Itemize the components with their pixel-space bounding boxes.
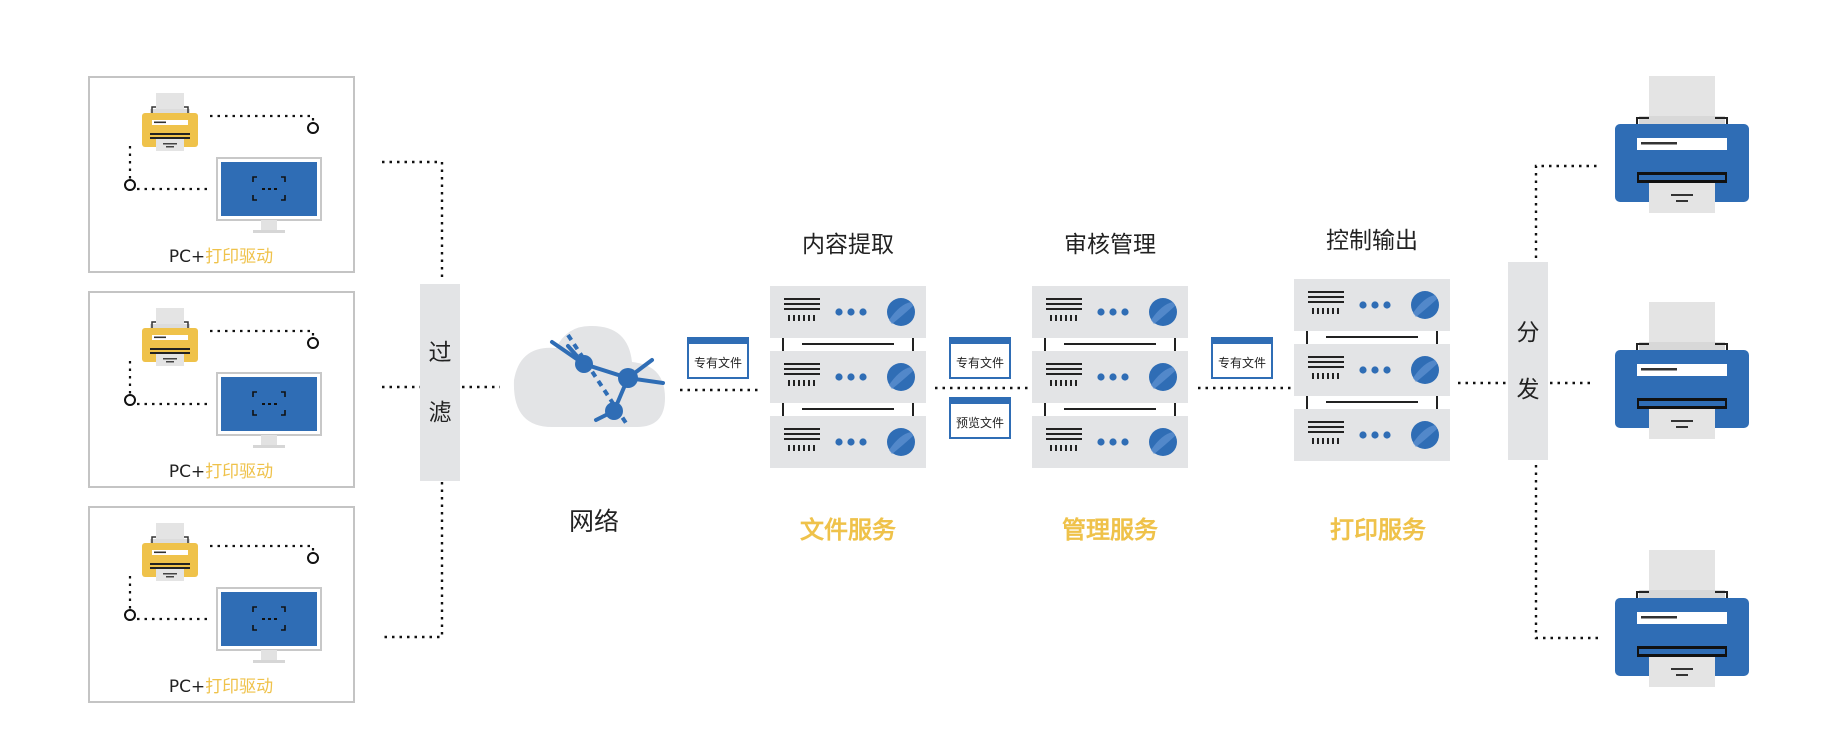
client-box-1: [88, 76, 355, 273]
doc-icon-3: 预览文件: [949, 397, 1011, 439]
doc-icon-4: 专有文件: [1211, 337, 1273, 379]
client-label-1: PC+打印驱动: [169, 247, 273, 267]
filter-char-1: 过: [429, 340, 452, 366]
svg-text:专有文件: 专有文件: [694, 355, 742, 370]
server-bottom-label-1: 文件服务: [800, 516, 897, 544]
distribute-char-2: 发: [1517, 377, 1540, 403]
output-printer-icon-2: [1614, 301, 1750, 440]
server-top-label-1: 内容提取: [802, 232, 894, 258]
svg-text:专有文件: 专有文件: [956, 355, 1004, 370]
server-top-label-3: 控制输出: [1326, 228, 1418, 254]
server-top-label-2: 审核管理: [1064, 232, 1156, 258]
server-management-service: 审核管理 管理服务: [1032, 232, 1188, 544]
distribute-char-1: 分: [1517, 320, 1540, 346]
filter-bar: 过 滤: [420, 284, 460, 481]
client-label-2: PC+打印驱动: [169, 462, 273, 482]
server-stack-icon: [1294, 279, 1450, 461]
server-print-service: 控制输出 打印服务: [1294, 228, 1450, 544]
network-cloud-icon: [513, 325, 665, 427]
server-bottom-label-3: 打印服务: [1330, 516, 1427, 544]
distribute-connectors: [1534, 164, 1600, 640]
client-group: PC+打印驱动 PC+打印驱动 PC+打印驱动: [88, 76, 355, 703]
svg-text:预览文件: 预览文件: [956, 415, 1004, 430]
output-printer-icon-1: [1614, 75, 1750, 214]
distribute-bar: 分 发: [1508, 262, 1548, 460]
output-printer-icon-3: [1614, 549, 1750, 688]
doc-icon-2: 专有文件: [949, 337, 1011, 379]
server-file-service: 内容提取 文件服务: [770, 232, 926, 544]
network-label: 网络: [569, 507, 619, 536]
client-box-3: [88, 506, 355, 703]
server-bottom-label-2: 管理服务: [1062, 516, 1159, 544]
client-label-3: PC+打印驱动: [169, 677, 273, 697]
server-stack-icon: [770, 286, 926, 468]
doc-icon-1: 专有文件: [687, 337, 749, 379]
server-stack-icon: [1032, 286, 1188, 468]
client-box-2: [88, 291, 355, 488]
svg-text:专有文件: 专有文件: [1218, 355, 1266, 370]
client-connectors: [382, 160, 444, 639]
filter-char-2: 滤: [429, 400, 452, 426]
